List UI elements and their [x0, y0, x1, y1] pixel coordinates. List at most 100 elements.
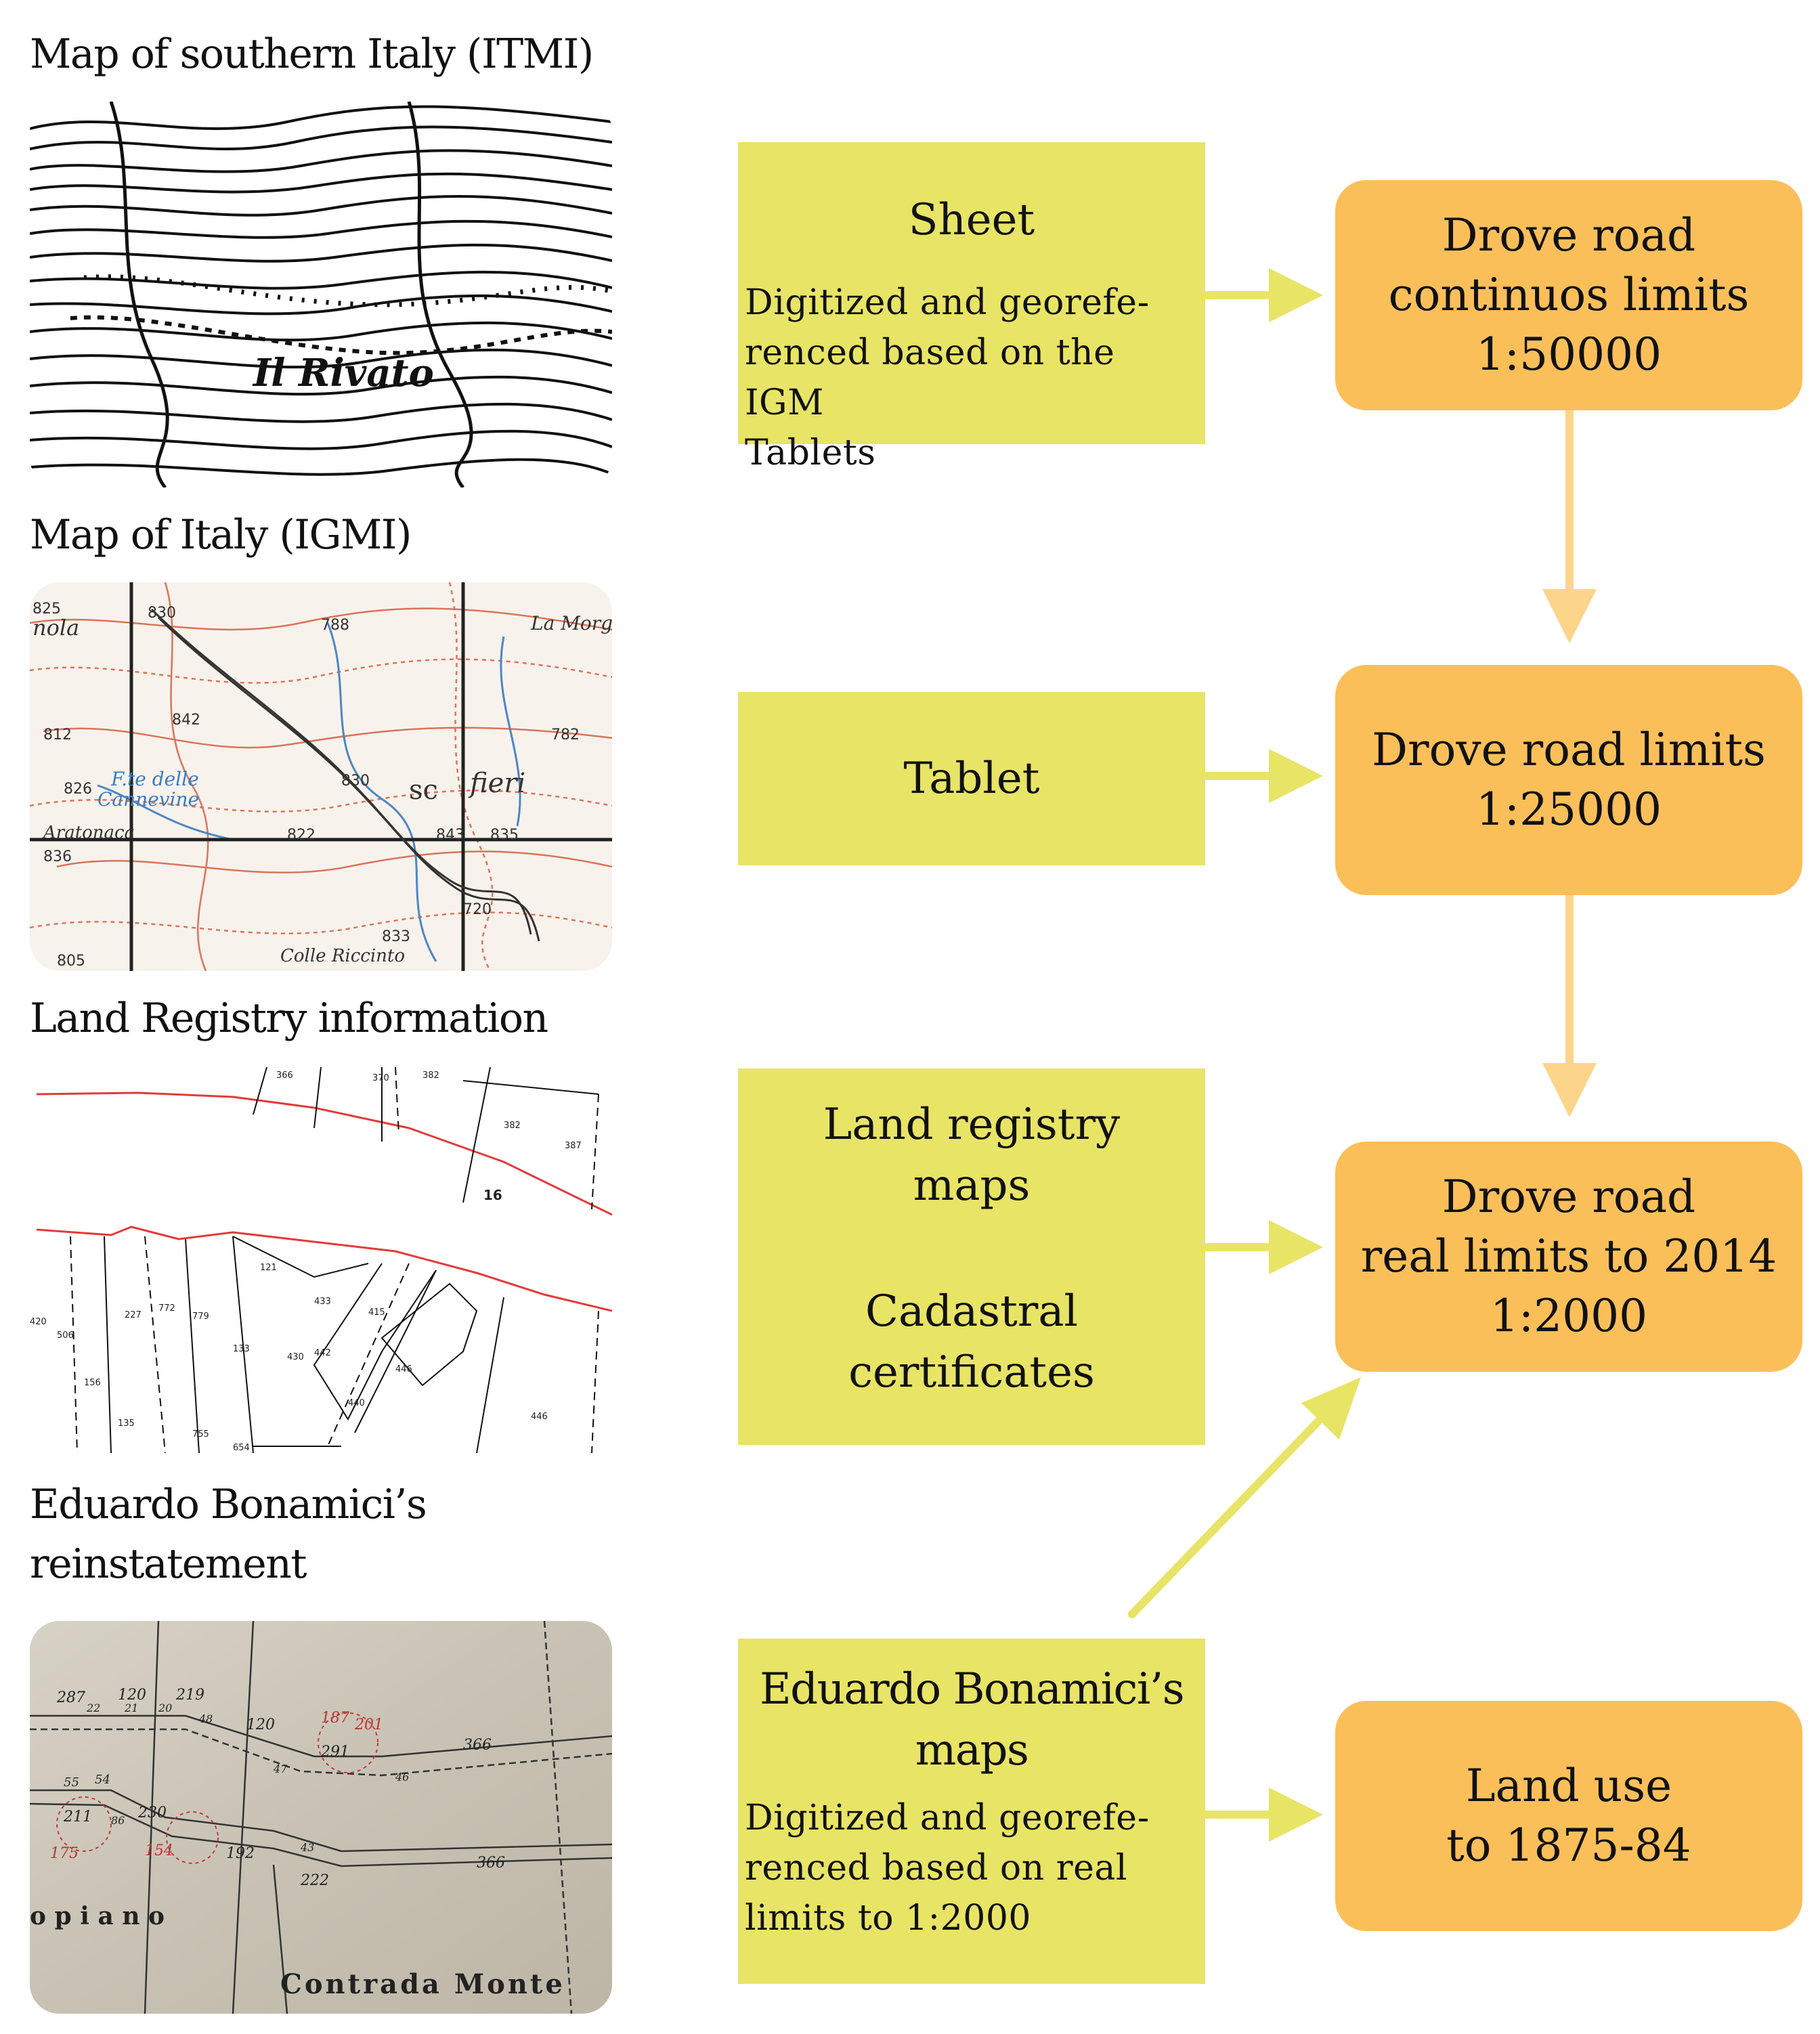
cad-label-366: 366	[276, 1070, 293, 1081]
land-registry-map-image: 366 370 382 382 387 16 121 420 506 227 7…	[30, 1067, 612, 1453]
igmi-label-830a: 830	[148, 605, 176, 622]
bon-label-291: 291	[320, 1744, 349, 1760]
cad-label-430: 430	[287, 1352, 304, 1362]
igmi-label-782: 782	[551, 727, 580, 743]
output-box-land-use: Land use to 1875-84	[1335, 1701, 1802, 1931]
igmi-label-842: 842	[172, 712, 200, 729]
igmi-label-835: 835	[490, 827, 519, 844]
cad-label-370: 370	[372, 1073, 389, 1083]
output-box-limits-25000: Drove road limits 1:25000	[1335, 665, 1802, 895]
arrow-head-tablet	[1269, 749, 1323, 803]
output-limits25-line2: 1:25000	[1475, 783, 1662, 836]
output-continuous-line1: Drove road	[1442, 209, 1696, 261]
igmi-label-805: 805	[57, 953, 85, 970]
bon-label-120b: 120	[246, 1716, 275, 1733]
bon-label-219: 219	[175, 1687, 204, 1704]
cad-label-433: 433	[314, 1297, 331, 1307]
cad-label-440: 440	[348, 1398, 365, 1408]
igmi-map-image: 825 nola 830 788 La Morg 842 812 782 F.t…	[30, 582, 612, 971]
bon-label-120a: 120	[118, 1687, 146, 1704]
input-title-sheet: Sheet	[908, 195, 1035, 245]
output-continuous-line3: 1:50000	[1475, 328, 1662, 381]
svg-text:Il Rivato: Il Rivato	[252, 351, 434, 395]
cad-label-420: 420	[30, 1317, 47, 1327]
cad-label-135: 135	[118, 1419, 135, 1429]
output-box-real-limits: Drove road real limits to 2014 1:2000	[1335, 1142, 1802, 1372]
cad-label-156: 156	[84, 1378, 101, 1388]
bonamici-map-image: 287 120 219 22 21 20 48 120 187 201 366 …	[30, 1621, 612, 2014]
igmi-label-fieri: fieri	[468, 768, 525, 799]
cad-label-227: 227	[125, 1310, 142, 1320]
output-real-line2: real limits to 2014	[1360, 1230, 1777, 1282]
cad-label-779: 779	[192, 1312, 209, 1322]
input-desc-sheet: Digitized and georefe- renced based on t…	[745, 282, 1150, 473]
cad-label-506: 506	[57, 1330, 74, 1341]
input-box-land-registry: Land registry maps Cadastral certificate…	[738, 1068, 1205, 1445]
bon-label-230: 230	[137, 1804, 167, 1821]
cad-label-654: 654	[233, 1443, 250, 1453]
input-title-land-registry-maps: Land registry maps	[823, 1100, 1121, 1211]
igmi-label-836: 836	[43, 848, 72, 865]
input-box-bonamici: Eduardo Bonamici’s maps Digitized and ge…	[738, 1639, 1205, 1984]
cad-label-133: 133	[233, 1344, 250, 1354]
bon-label-47: 47	[273, 1762, 288, 1775]
itmi-map-image: Il Rivato	[30, 102, 612, 488]
arrow-head-continuous	[1542, 589, 1597, 643]
bon-label-contrada-monte: Contrada Monte	[280, 1968, 565, 2000]
igmi-label-830b: 830	[341, 773, 370, 789]
input-desc-bonamici: Digitized and georefe- renced based on r…	[745, 1798, 1150, 1939]
cad-label-772: 772	[158, 1303, 175, 1314]
bon-label-43: 43	[300, 1841, 314, 1854]
cad-label-121: 121	[260, 1263, 277, 1273]
arrow-bonamici-to-real	[1128, 1415, 1324, 1618]
arrow-head-registry	[1269, 1220, 1323, 1274]
bon-label-46: 46	[395, 1771, 409, 1783]
igmi-label-825: 825	[32, 601, 61, 618]
output-limits25-line1: Drove road limits	[1372, 724, 1766, 776]
source-label-bonamici-line2: reinstatement	[30, 1540, 307, 1588]
bon-label-211: 211	[63, 1809, 92, 1825]
igmi-label-la-morg: La Morg	[530, 612, 612, 634]
cad-label-755: 755	[192, 1429, 209, 1440]
igmi-label-826: 826	[64, 781, 92, 798]
igmi-label-nola: nola	[32, 615, 79, 641]
bon-label-21: 21	[124, 1702, 138, 1714]
output-continuous-line2: continuos limits	[1388, 269, 1750, 321]
arrow-head-limits	[1542, 1063, 1597, 1117]
source-label-itmi: Map of southern Italy (ITMI)	[30, 30, 594, 78]
source-label-bonamici-line1: Eduardo Bonamici’s	[30, 1481, 427, 1528]
bon-label-366a: 366	[463, 1737, 492, 1754]
bon-label-48a: 48	[198, 1712, 213, 1725]
output-real-line1: Drove road	[1442, 1171, 1696, 1223]
output-landuse-line2: to 1875-84	[1446, 1819, 1691, 1871]
bon-label-175: 175	[50, 1845, 79, 1862]
bon-label-154: 154	[145, 1842, 173, 1859]
bon-label-222: 222	[300, 1872, 329, 1889]
igmi-label-843: 843	[436, 827, 464, 844]
cad-label-16: 16	[483, 1187, 502, 1203]
igmi-label-cannevine: Cannevine	[98, 788, 199, 810]
bon-label-54: 54	[95, 1773, 110, 1787]
cad-label-387: 387	[565, 1141, 582, 1151]
bon-label-201: 201	[354, 1716, 383, 1733]
source-label-land-registry: Land Registry information	[30, 995, 548, 1042]
input-box-tablet: Tablet	[738, 692, 1205, 865]
bon-label-287: 287	[56, 1689, 85, 1706]
bon-label-187: 187	[321, 1710, 349, 1727]
cad-label-382a: 382	[422, 1070, 439, 1081]
bon-label-366b: 366	[477, 1855, 505, 1871]
igmi-label-720: 720	[463, 901, 492, 918]
igmi-label-822: 822	[287, 827, 316, 844]
arrow-head-bonamici	[1269, 1788, 1323, 1842]
input-title-cadastral-certificates: Cadastral certificates	[848, 1286, 1095, 1398]
cad-label-446b: 446	[531, 1412, 548, 1422]
cad-label-446a: 446	[395, 1364, 412, 1375]
igmi-label-colle-riccinto: Colle Riccinto	[280, 946, 405, 966]
input-title-bonamici: Eduardo Bonamici’s maps	[759, 1664, 1185, 1775]
output-landuse-line1: Land use	[1465, 1760, 1672, 1812]
igmi-label-788: 788	[321, 617, 349, 634]
source-label-igmi: Map of Italy (IGMI)	[30, 511, 412, 559]
bon-label-20: 20	[158, 1702, 172, 1714]
bon-label-86: 86	[111, 1814, 125, 1827]
igmi-label-aratonaca: Aratonaca	[42, 823, 135, 843]
